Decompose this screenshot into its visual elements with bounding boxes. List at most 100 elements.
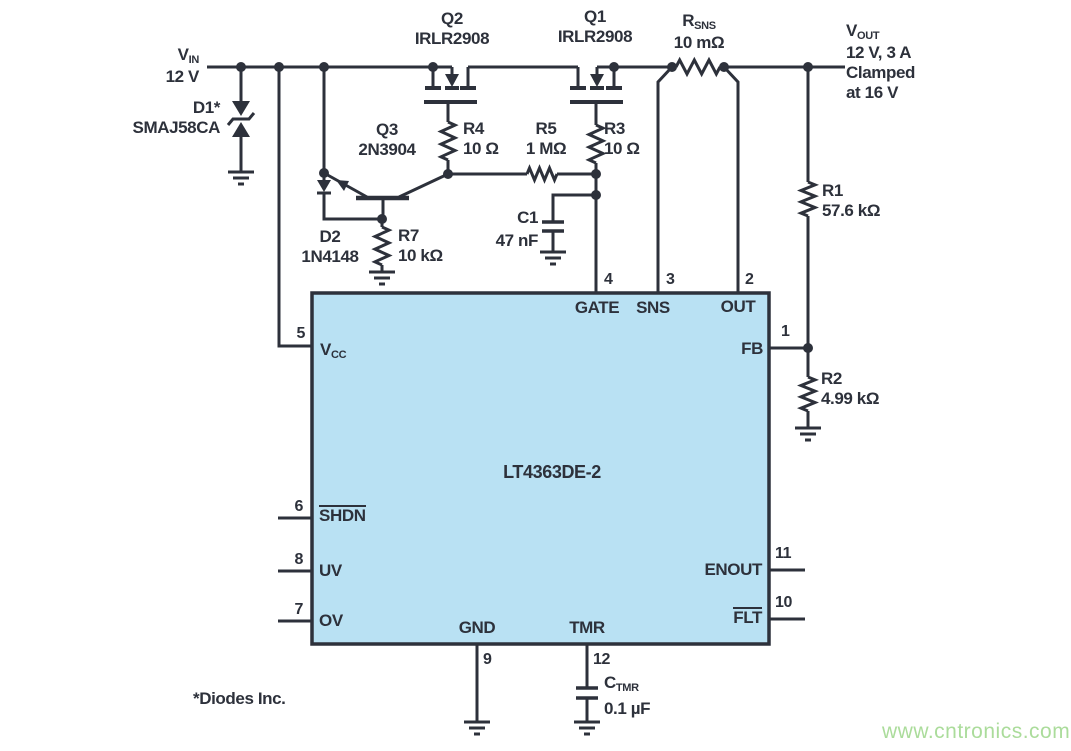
resistor-r5-symbol xyxy=(525,164,559,184)
wire-vcc xyxy=(277,67,312,348)
r3-value: 10 Ω xyxy=(604,139,640,158)
ic-pin-label-fb: FB xyxy=(741,339,763,358)
watermark: www.cntronics.com xyxy=(882,720,1071,743)
c1-label: C1 47 nF xyxy=(495,206,539,252)
pin-number-6: 6 xyxy=(294,498,304,515)
r7-ref: R7 xyxy=(398,226,419,245)
resistor-r7-symbol xyxy=(369,219,395,286)
r7-label: R7 10 kΩ xyxy=(398,226,443,266)
ctmr-label: CTMR 0.1 µF xyxy=(604,671,651,721)
ground-symbol-c1 xyxy=(540,250,566,266)
vout-clamp-line2: at 16 V xyxy=(846,83,899,102)
mosfet-q1-symbol xyxy=(570,65,623,125)
vout-label: VOUT 12 V, 3 A Clamped at 16 V xyxy=(846,21,915,103)
r4-ref: R4 xyxy=(463,119,484,138)
ic-pin-label-flt: FLT xyxy=(733,607,762,628)
r2-value: 4.99 kΩ xyxy=(821,389,880,408)
q1-ref: Q1 xyxy=(584,7,606,26)
c1-ref: C1 xyxy=(517,208,538,227)
r5-value: 1 MΩ xyxy=(525,139,567,158)
ic-pin-label-gnd: GND xyxy=(458,618,496,637)
ic-pin-label-tmr: TMR xyxy=(569,618,605,637)
r7-value: 10 kΩ xyxy=(398,246,443,265)
pin-number-3: 3 xyxy=(666,271,675,288)
r5-ref: R5 xyxy=(535,119,557,138)
ic-pin-label-gate: GATE xyxy=(574,298,620,317)
r2-label: R2 4.99 kΩ xyxy=(821,369,880,409)
vout-rating: 12 V, 3 A xyxy=(846,43,912,62)
rsns-subscript: SNS xyxy=(694,20,716,32)
ctmr-symbol: C xyxy=(604,673,616,692)
wire-output-divider xyxy=(769,67,821,442)
ground-symbol-r2 xyxy=(795,426,821,442)
d2-label: D2 1N4148 xyxy=(301,227,359,267)
vin-symbol: V xyxy=(177,45,189,64)
resistor-r4-symbol xyxy=(437,120,459,174)
resistor-r1-symbol xyxy=(797,180,819,218)
r1-value: 57.6 kΩ xyxy=(822,201,881,220)
vcc-symbol: V xyxy=(320,340,331,359)
shdn-text: SHDN xyxy=(319,505,366,525)
resistor-r3-symbol xyxy=(585,123,607,174)
wire-out xyxy=(722,65,740,294)
resistor-r2-symbol xyxy=(797,375,819,413)
ic-name: LT4363DE-2 xyxy=(503,462,601,482)
c1-value: 47 nF xyxy=(495,231,539,250)
pin-number-10: 10 xyxy=(775,594,792,611)
q2-ref: Q2 xyxy=(441,9,463,28)
d2-part: 1N4148 xyxy=(301,247,359,266)
ic-pin-label-uv: UV xyxy=(319,561,342,580)
ground-symbol-ctmr xyxy=(574,720,600,736)
vin-subscript: IN xyxy=(188,54,200,66)
r3-label: R3 10 Ω xyxy=(604,119,640,159)
pin-number-7: 7 xyxy=(294,601,304,618)
wire-sns xyxy=(656,65,674,294)
flt-text: FLT xyxy=(733,607,762,627)
transistor-q3-symbol xyxy=(323,171,449,219)
junction-dots xyxy=(236,62,813,353)
pin-number-1: 1 xyxy=(781,323,790,340)
mosfet-q2-symbol xyxy=(424,67,477,122)
pin-number-2: 2 xyxy=(745,271,754,288)
vout-subscript: OUT xyxy=(856,30,880,42)
wire-gate-node xyxy=(448,164,596,184)
q2-label: Q2 IRLR2908 xyxy=(414,9,490,49)
r3-ref: R3 xyxy=(604,119,625,138)
q3-ref: Q3 xyxy=(376,120,398,139)
ic-pin-label-ov: OV xyxy=(319,611,343,630)
vcc-subscript: CC xyxy=(330,349,347,361)
vin-value: 12 V xyxy=(165,67,200,86)
ground-symbol-d1 xyxy=(228,170,254,186)
rsns-value: 10 mΩ xyxy=(673,33,725,52)
pin-number-12: 12 xyxy=(593,651,610,668)
q3-label: Q3 2N3904 xyxy=(358,120,416,160)
ic-pin-label-out: OUT xyxy=(720,297,756,316)
ic-pin-label-enout: ENOUT xyxy=(704,560,762,579)
pin-stubs-right xyxy=(769,568,805,621)
footnote: *Diodes Inc. xyxy=(193,689,286,708)
ctmr-value: 0.1 µF xyxy=(604,699,651,718)
tvs-d1-symbol xyxy=(226,67,256,186)
ic-body xyxy=(310,291,771,646)
r1-ref: R1 xyxy=(822,181,843,200)
ctmr-subscript: TMR xyxy=(615,682,639,694)
d1-label: D1* SMAJ58CA xyxy=(133,98,221,138)
q1-part: IRLR2908 xyxy=(557,27,633,46)
vin-label: VIN 12 V xyxy=(165,45,200,87)
pin-stubs-left xyxy=(278,516,312,623)
wire-gnd-pin xyxy=(464,644,490,736)
rsns-label: RSNS 10 mΩ xyxy=(673,11,725,53)
q1-label: Q1 IRLR2908 xyxy=(557,7,633,47)
capacitor-ctmr-symbol xyxy=(574,644,600,736)
d1-part: SMAJ58CA xyxy=(132,118,221,137)
r1-label: R1 57.6 kΩ xyxy=(822,181,881,221)
r5-label: R5 1 MΩ xyxy=(525,119,567,159)
r2-ref: R2 xyxy=(821,369,842,388)
pin-number-4: 4 xyxy=(604,271,613,288)
d2-ref: D2 xyxy=(319,227,341,246)
ic-pin-label-sns: SNS xyxy=(636,298,670,317)
q2-part: IRLR2908 xyxy=(414,29,490,48)
vout-clamp-line1: Clamped xyxy=(846,63,915,82)
